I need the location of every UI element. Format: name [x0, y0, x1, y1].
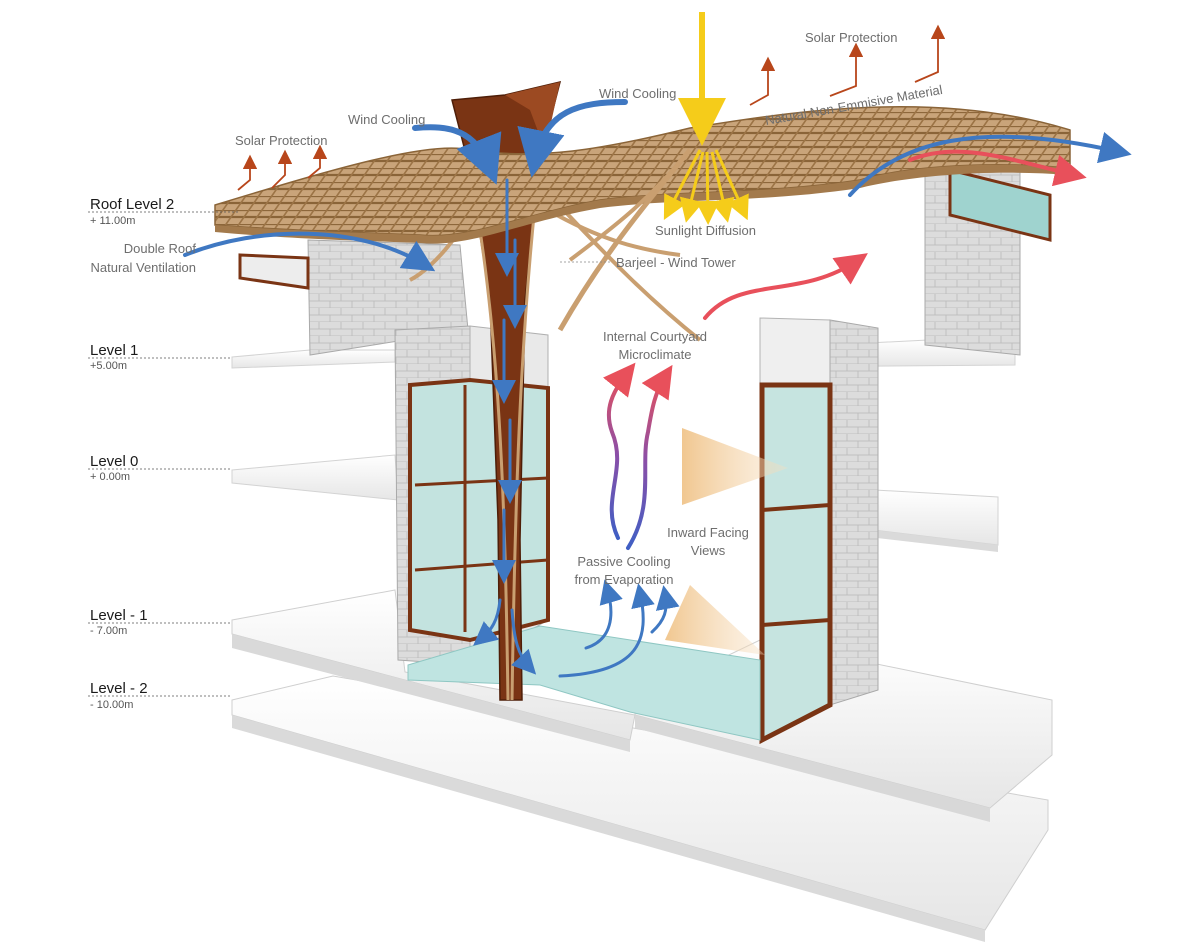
window-left	[408, 377, 550, 643]
view-cone-upper	[682, 428, 788, 505]
sunlight	[663, 12, 749, 225]
inward-views-label-2: Views	[691, 543, 726, 558]
level-0-elevation: + 0.00m	[90, 471, 130, 483]
wind-cooling-left-arrow	[412, 124, 502, 185]
level-0-name: Level 0	[90, 453, 138, 470]
hot-air-arrows	[603, 149, 1087, 550]
window-right	[759, 382, 833, 745]
wind-cooling-left-label: Wind Cooling	[348, 112, 425, 127]
courtyard-pool	[407, 625, 761, 741]
courtyard-label-2: Microclimate	[619, 347, 692, 362]
double-roof-wind-arrow	[183, 231, 436, 272]
wind-cooling-right-label: Wind Cooling	[599, 86, 676, 101]
passive-cooling-label-2: from Evaporation	[575, 572, 674, 587]
upper-left-vent	[238, 253, 310, 290]
courtyard-hot-air-arrow-1	[603, 362, 636, 540]
floor-slabs	[231, 339, 1053, 942]
wind-arrows	[183, 99, 1132, 678]
wind-cooling-right-arrow	[517, 99, 628, 178]
level-minus-2-name: Level - 2	[90, 680, 148, 697]
level-1-elevation: +5.00m	[90, 360, 127, 372]
sunlight-diffusion-label: Sunlight Diffusion	[655, 223, 756, 238]
level-minus-1-elevation: - 7.00m	[90, 625, 127, 637]
stone-wall-right	[829, 319, 879, 706]
solar-protection-left-label: Solar Protection	[235, 133, 328, 148]
level-minus-1-name: Level - 1	[90, 607, 148, 624]
passive-cooling-label-1: Passive Cooling	[577, 554, 670, 569]
level-roof-2-name: Roof Level 2	[90, 196, 174, 213]
view-cones	[665, 428, 788, 655]
roof-top-wind-arrow	[848, 131, 1132, 197]
inward-views-label-1: Inward Facing	[667, 525, 749, 540]
upper-right-vent	[948, 168, 1052, 242]
rising-hot-air-arrow	[703, 253, 868, 320]
solar-protection-arrows	[237, 24, 946, 191]
level-1-name: Level 1	[90, 342, 138, 359]
barjeel-label: Barjeel - Wind Tower	[616, 255, 736, 270]
level-0-slab	[231, 454, 399, 501]
level-roof-2-elevation: + 11.00m	[90, 215, 135, 227]
double-roof-label-2: Natural Ventilation	[90, 260, 196, 275]
solar-protection-right-label: Solar Protection	[805, 30, 898, 45]
level-minus-2-elevation: - 10.00m	[90, 699, 133, 711]
view-cone-lower	[665, 585, 765, 655]
courtyard-label-1: Internal Courtyard	[603, 329, 707, 344]
level-labels: Roof Level 2 + 11.00m Level 1 +5.00m Lev…	[88, 196, 238, 711]
annotations: Solar Protection Solar Protection Wind C…	[90, 30, 943, 587]
double-roof-label-1: Double Roof	[124, 241, 197, 256]
roof-hot-air-arrow	[908, 149, 1087, 187]
courtyard-hot-air-arrow-2	[626, 364, 673, 550]
